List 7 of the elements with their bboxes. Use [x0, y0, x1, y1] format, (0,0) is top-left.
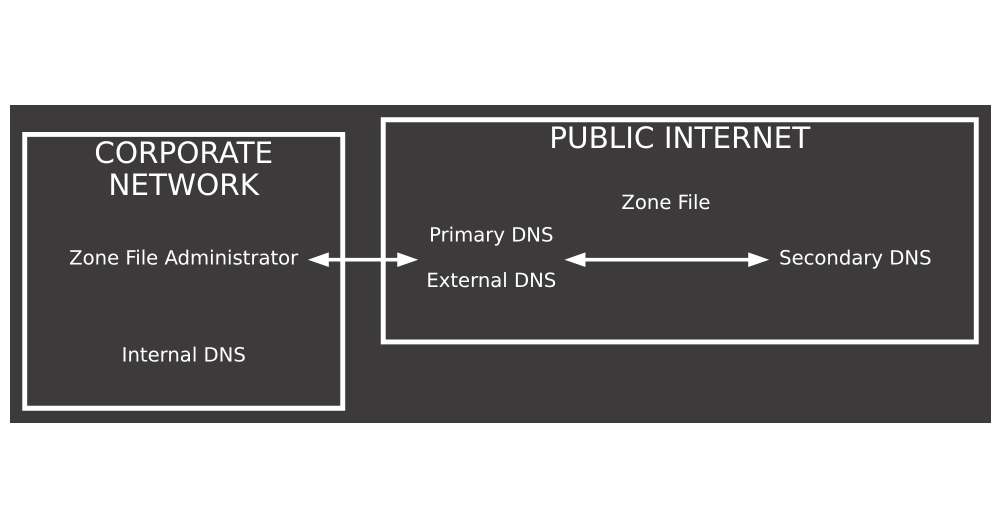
node-text: Zone File Administrator	[68, 246, 298, 270]
node-text: Secondary DNS	[778, 246, 932, 270]
node-text: Internal DNS	[121, 343, 246, 366]
arrow	[307, 252, 418, 268]
edge-label: Zone File	[620, 191, 710, 214]
arrow	[564, 252, 769, 268]
node-text: Primary DNS External DNS	[426, 224, 556, 292]
